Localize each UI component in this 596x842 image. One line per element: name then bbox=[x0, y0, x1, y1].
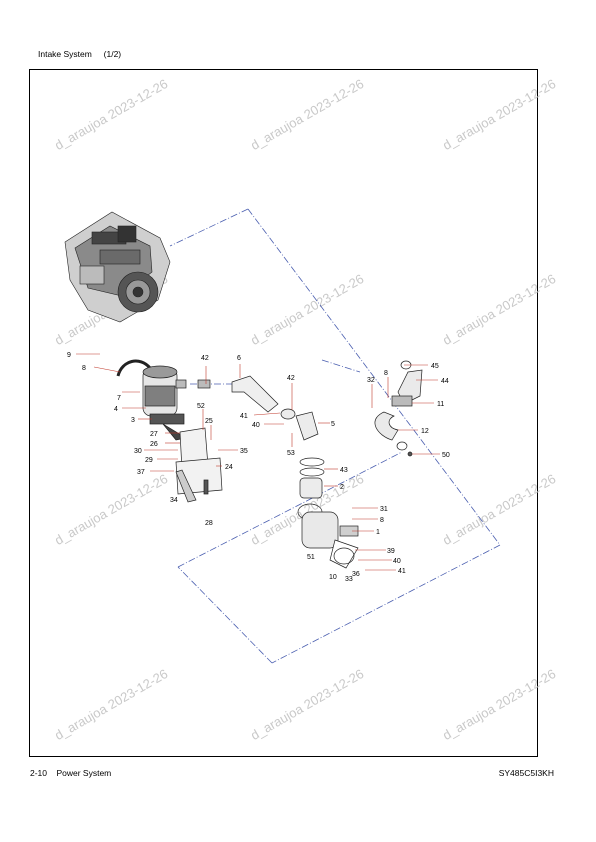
callout-label: 40 bbox=[393, 558, 401, 565]
callout-label: 31 bbox=[380, 506, 388, 513]
callout-label: 40 bbox=[252, 422, 260, 429]
callout-label: 34 bbox=[170, 497, 178, 504]
callout-label: 6 bbox=[237, 355, 241, 362]
callout-label: 33 bbox=[345, 576, 353, 583]
callout-label: 26 bbox=[150, 441, 158, 448]
callout-label: 8 bbox=[380, 517, 384, 524]
elbow-and-hoses bbox=[280, 408, 325, 499]
callout-label: 45 bbox=[431, 363, 439, 370]
callout-label: 35 bbox=[240, 448, 248, 455]
callout-label: 42 bbox=[201, 355, 209, 362]
footer-model: SY485C5I3KH bbox=[498, 768, 554, 778]
mounting-bracket bbox=[175, 427, 223, 503]
engine-illustration bbox=[64, 211, 171, 323]
callout-label: 28 bbox=[205, 520, 213, 527]
callout-label: 53 bbox=[287, 450, 295, 457]
callout-label: 30 bbox=[134, 448, 142, 455]
callout-label: 43 bbox=[340, 467, 348, 474]
callout-label: 52 bbox=[197, 403, 205, 410]
callout-label: 27 bbox=[150, 431, 158, 438]
page-title: Intake System (1/2) bbox=[38, 49, 122, 59]
callout-label: 8 bbox=[82, 365, 86, 372]
callout-label: 5 bbox=[331, 421, 335, 428]
callout-label: 12 bbox=[421, 428, 429, 435]
callout-label: 41 bbox=[240, 413, 248, 420]
assembly-boundary-lines bbox=[169, 208, 501, 664]
callout-label: 50 bbox=[442, 452, 450, 459]
footer-section: 2-10 Power System bbox=[30, 768, 112, 778]
callout-label: 7 bbox=[117, 395, 121, 402]
precleaner bbox=[297, 503, 359, 569]
callout-label: 41 bbox=[398, 568, 406, 575]
callout-label: 24 bbox=[225, 464, 233, 471]
callout-label: 37 bbox=[137, 469, 145, 476]
callout-label: 11 bbox=[437, 401, 444, 408]
callout-label: 8 bbox=[384, 370, 388, 377]
intake-elbow-pipe bbox=[374, 360, 423, 457]
leader-lines bbox=[76, 353, 440, 571]
callout-label: 25 bbox=[205, 418, 213, 425]
intake-pipe bbox=[197, 375, 279, 413]
callout-label: 2 bbox=[340, 484, 344, 491]
callout-label: 32 bbox=[367, 377, 375, 384]
callout-labels: 9 8 7 4 3 27 26 30 29 37 34 42 52 25 35 … bbox=[67, 352, 450, 583]
callout-label: 29 bbox=[145, 457, 153, 464]
callout-label: 44 bbox=[441, 378, 449, 385]
callout-label: 51 bbox=[307, 554, 315, 561]
callout-label: 1 bbox=[376, 529, 380, 536]
callout-label: 42 bbox=[287, 375, 295, 382]
callout-label: 4 bbox=[114, 406, 118, 413]
callout-label: 39 bbox=[387, 548, 395, 555]
callout-label: 36 bbox=[352, 571, 360, 578]
callout-label: 10 bbox=[329, 574, 337, 581]
diagram-frame bbox=[29, 69, 538, 757]
callout-label: 3 bbox=[131, 417, 135, 424]
callout-label: 9 bbox=[67, 352, 71, 359]
air-cleaner bbox=[116, 359, 187, 441]
